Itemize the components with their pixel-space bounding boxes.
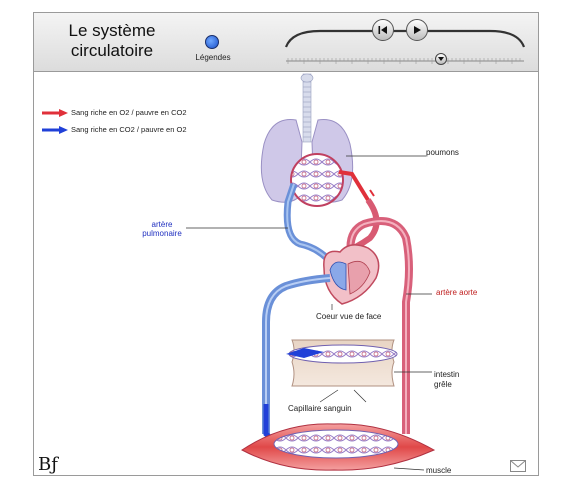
skip-back-icon	[378, 26, 387, 34]
legend-item-co2: Sang riche en CO2 / pauvre en O2	[42, 125, 187, 134]
title-line-2: circulatoire	[70, 41, 154, 60]
label-artere-pulmonaire-line2: pulmonaire	[142, 229, 182, 238]
envelope-icon	[510, 460, 526, 472]
logo: Bƒ	[38, 454, 58, 475]
label-intestin: intestin grêle	[434, 370, 459, 390]
play-button[interactable]	[406, 19, 428, 41]
legend-item-oxygen: Sang riche en O2 / pauvre en CO2	[42, 108, 187, 117]
legend-co2-text: Sang riche en CO2 / pauvre en O2	[71, 125, 187, 134]
animation-player	[280, 13, 530, 71]
page-title: Le système circulatoire	[52, 21, 172, 61]
title-line-1: Le système	[68, 21, 156, 40]
legend-toggle-button[interactable]	[205, 35, 219, 49]
animation-frame: Le système circulatoire Légendes S	[33, 12, 539, 476]
red-arrow-icon	[42, 108, 68, 117]
label-capillaire: Capillaire sanguin	[288, 404, 352, 413]
label-artere-pulmonaire-line1: artère	[151, 220, 173, 229]
small-intestine	[286, 339, 398, 387]
header-bar: Le système circulatoire Légendes	[34, 13, 538, 72]
mail-button[interactable]	[510, 459, 526, 475]
blue-arrow-icon	[42, 125, 68, 134]
timeline-track	[284, 29, 526, 64]
restart-button[interactable]	[372, 19, 394, 41]
legend-toggle-label: Légendes	[195, 53, 231, 62]
label-artere-aorte: artère aorte	[436, 288, 478, 297]
label-muscle: muscle	[426, 466, 452, 475]
label-intestin-line1: intestin	[434, 370, 460, 379]
play-icon	[414, 26, 421, 34]
label-leaders	[186, 155, 432, 471]
lung-capillary-bed	[290, 153, 344, 207]
pulmonary-vein	[338, 170, 370, 202]
muscle	[241, 423, 436, 471]
timeline-slider-handle[interactable]	[435, 53, 447, 65]
circulatory-diagram	[186, 73, 436, 471]
diagram-area: Sang riche en O2 / pauvre en CO2 Sang ri…	[34, 72, 538, 475]
label-intestin-line2: grêle	[434, 380, 452, 389]
triangle-down-icon	[438, 57, 444, 61]
label-artere-pulmonaire: artère pulmonaire	[136, 220, 188, 238]
trachea	[300, 73, 314, 143]
label-poumons: poumons	[426, 148, 459, 157]
heart	[323, 244, 380, 305]
legend-oxygen-text: Sang riche en O2 / pauvre en CO2	[71, 108, 187, 117]
label-coeur: Coeur vue de face	[316, 312, 382, 321]
